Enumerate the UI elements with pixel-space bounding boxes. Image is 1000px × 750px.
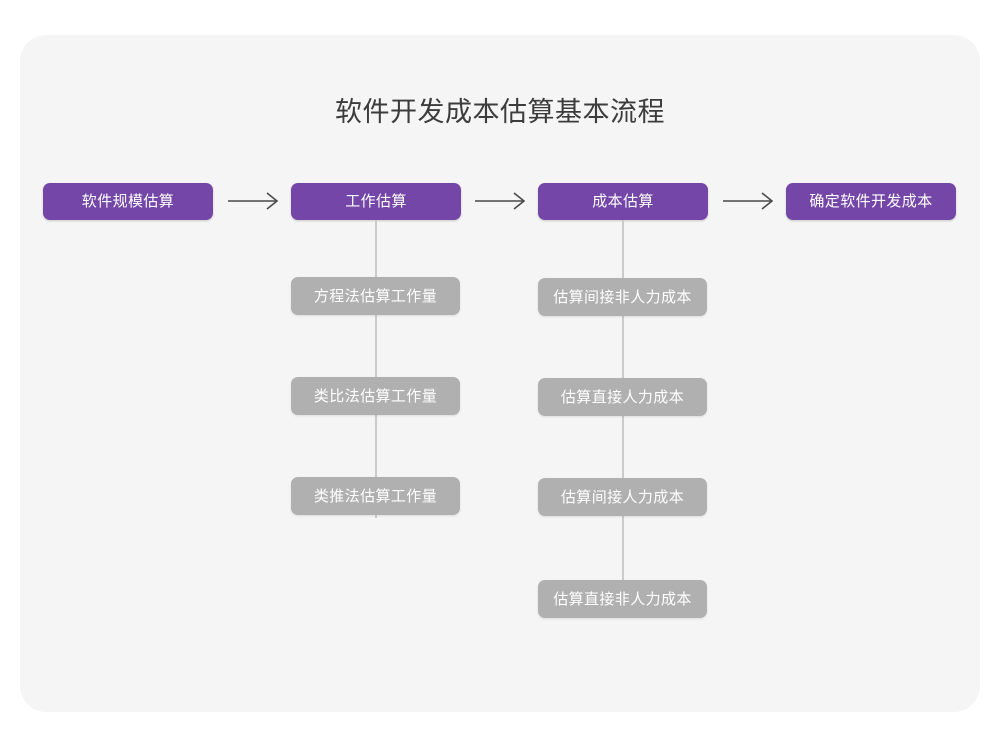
branch-node-step3-sub1[interactable]: 估算间接非人力成本	[538, 278, 707, 316]
branch-node-step3-sub4[interactable]: 估算直接非人力成本	[538, 580, 707, 618]
branch-node-step3-sub3[interactable]: 估算间接人力成本	[538, 478, 707, 516]
branch-node-step2-sub3[interactable]: 类推法估算工作量	[291, 477, 460, 515]
branch-node-label: 方程法估算工作量	[313, 287, 438, 305]
branch-node-label: 估算间接人力成本	[560, 488, 685, 506]
flow-node-label: 软件规模估算	[81, 193, 175, 210]
arrow-right-icon	[474, 190, 530, 212]
flow-node-label: 成本估算	[592, 193, 654, 210]
flow-node-step4[interactable]: 确定软件开发成本	[786, 183, 956, 220]
flow-node-step2[interactable]: 工作估算	[291, 183, 461, 220]
branch-node-label: 类推法估算工作量	[313, 487, 438, 505]
branch-node-label: 估算直接人力成本	[560, 388, 685, 406]
flow-node-label: 确定软件开发成本	[809, 193, 933, 210]
branch-node-step3-sub2[interactable]: 估算直接人力成本	[538, 378, 707, 416]
branch-node-step2-sub1[interactable]: 方程法估算工作量	[291, 277, 460, 315]
arrow-right-icon	[722, 190, 778, 212]
branch-node-label: 估算直接非人力成本	[553, 590, 692, 608]
arrow-right-icon	[227, 190, 283, 212]
diagram-card	[20, 35, 980, 712]
branch-node-label: 估算间接非人力成本	[553, 288, 692, 306]
branch-node-step2-sub2[interactable]: 类比法估算工作量	[291, 377, 460, 415]
flow-node-label: 工作估算	[345, 193, 407, 210]
page-title: 软件开发成本估算基本流程	[335, 97, 665, 127]
branch-node-label: 类比法估算工作量	[313, 387, 438, 405]
connector-line-step2	[375, 220, 377, 518]
connector-line-step3	[622, 220, 624, 618]
flow-node-step3[interactable]: 成本估算	[538, 183, 708, 220]
flow-node-step1[interactable]: 软件规模估算	[43, 183, 213, 220]
